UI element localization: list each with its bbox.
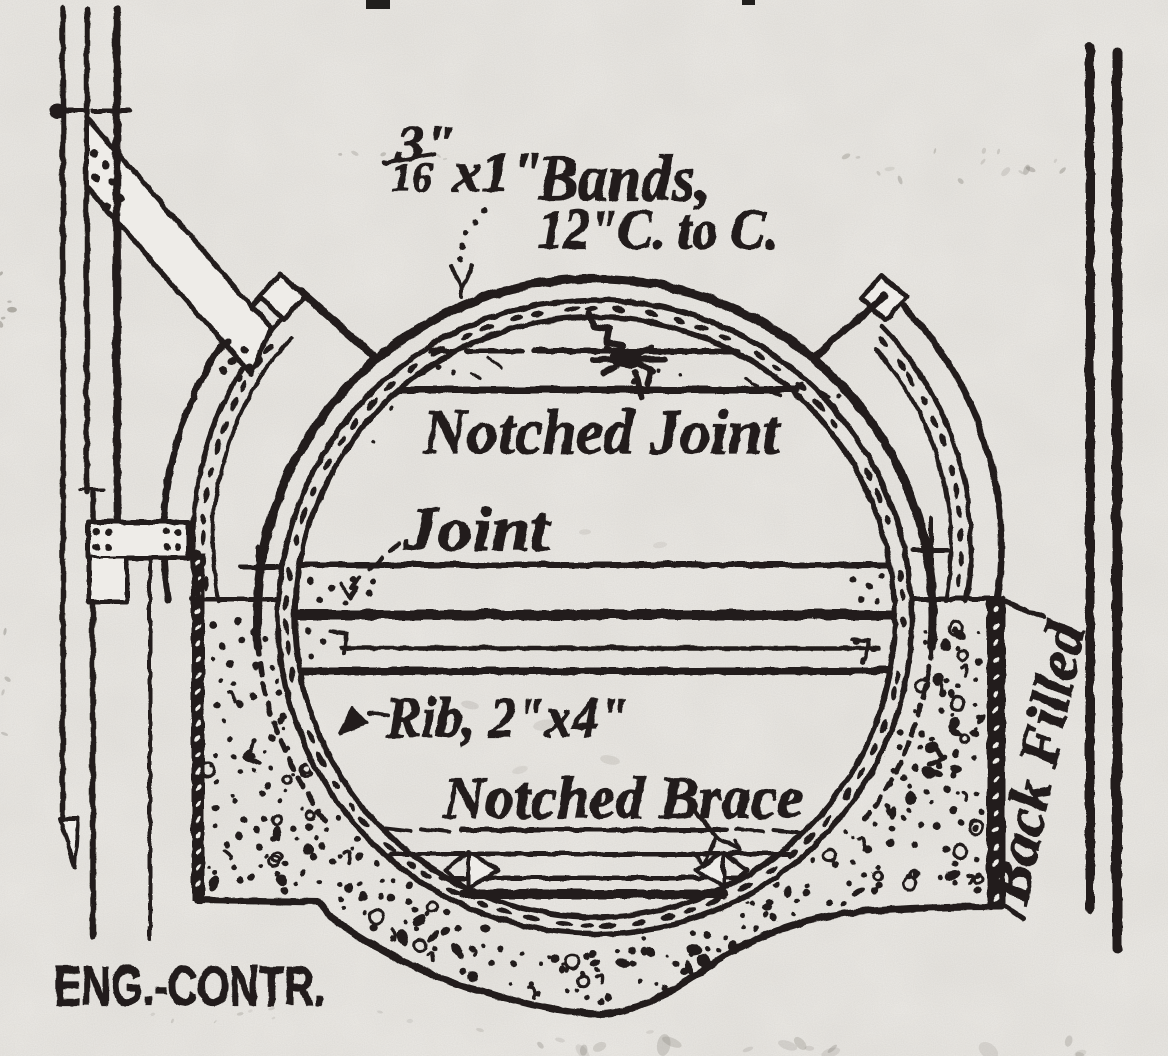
svg-text:Notched Brace: Notched Brace bbox=[441, 764, 802, 830]
svg-text:Rib, 2"x4": Rib, 2"x4" bbox=[384, 684, 627, 749]
svg-text:3": 3" bbox=[395, 114, 454, 170]
svg-text:Notched Joint: Notched Joint bbox=[421, 395, 780, 466]
svg-text:x1": x1" bbox=[451, 141, 542, 203]
svg-text:12"C. to C.: 12"C. to C. bbox=[537, 198, 777, 260]
svg-text:Joint: Joint bbox=[401, 495, 550, 563]
svg-text:16: 16 bbox=[390, 154, 432, 199]
svg-text:ENG.-CONTR.: ENG.-CONTR. bbox=[53, 953, 324, 1016]
svg-text:Bands,: Bands, bbox=[536, 141, 709, 214]
